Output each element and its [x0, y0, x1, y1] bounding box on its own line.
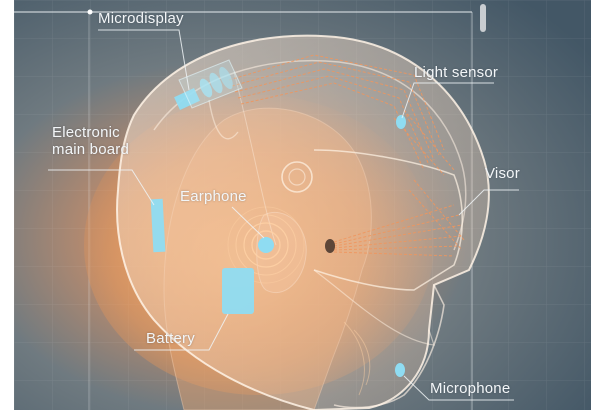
- eye-emitter: [325, 239, 335, 253]
- helmet-illustration: [14, 0, 591, 410]
- label-microphone: Microphone: [430, 380, 510, 397]
- label-visor: Visor: [485, 165, 520, 182]
- earphone-core: [258, 237, 274, 253]
- microphone-component: [395, 363, 405, 377]
- label-electronic-main-board: Electronic main board: [52, 124, 129, 158]
- scrollbar-thumb[interactable]: [480, 4, 486, 32]
- label-battery: Battery: [146, 330, 195, 347]
- label-earphone: Earphone: [180, 188, 247, 205]
- light-sensor-component: [396, 115, 406, 129]
- label-light-sensor: Light sensor: [414, 64, 498, 81]
- frame-guide-node: [88, 10, 93, 15]
- battery-component: [222, 268, 254, 314]
- label-microdisplay: Microdisplay: [98, 10, 184, 27]
